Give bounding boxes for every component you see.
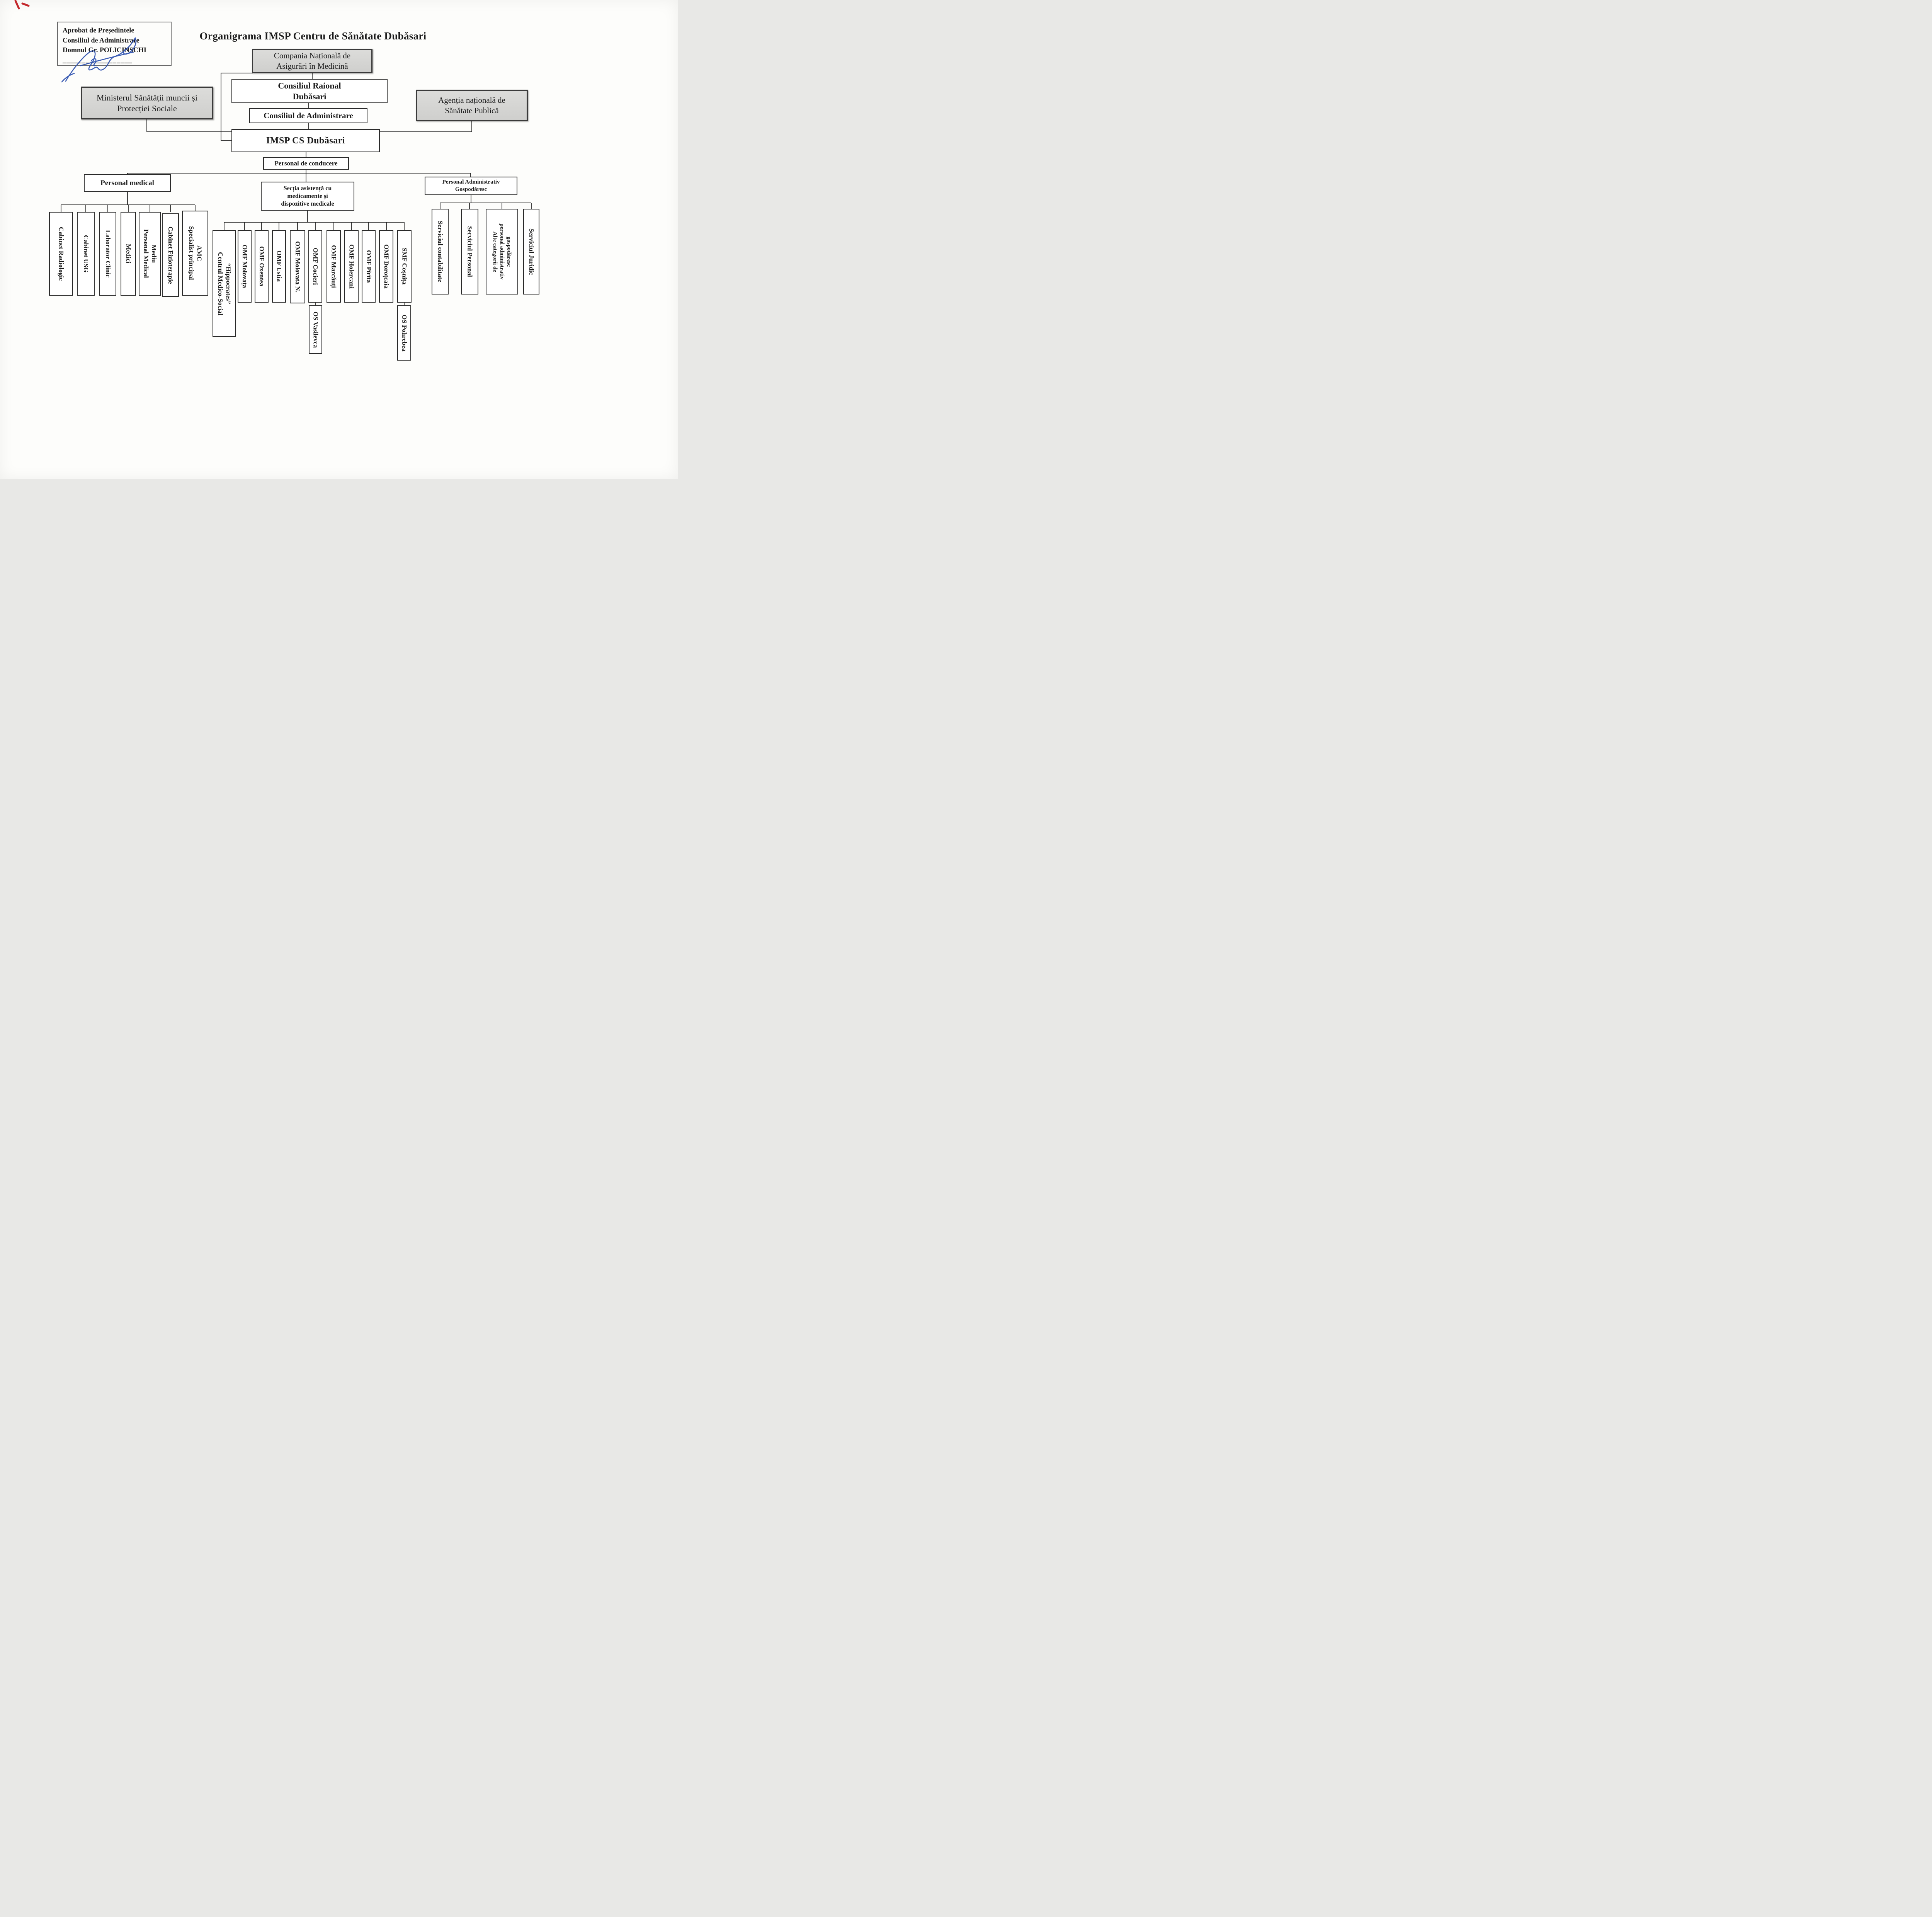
node-omf-oxentea: OMF Oxentea — [255, 230, 269, 303]
node-cabinet-usg: Cabinet USG — [77, 212, 95, 296]
node-omf-marcauti: OMF Marcăuți — [327, 230, 341, 303]
node-compania-nationala-asigurari: Compania Națională de Asigurări în Medic… — [252, 49, 372, 73]
node-serviciul-juridic: Serviciul Juridic — [523, 209, 539, 295]
node-ministerul-sanatatii: Ministerul Sănătății muncii și Protecție… — [81, 87, 213, 119]
node-personal-de-conducere: Personal de conducere — [263, 157, 349, 170]
node-omf-pirita: OMF Pîrîta — [362, 230, 376, 303]
node-omf-dorotcaia: OMF Doroțcaia — [379, 230, 393, 303]
node-alte-categorii-personal: Alte categorii de personal administrativ… — [486, 209, 518, 295]
signature-ink — [61, 37, 136, 83]
node-omf-molovata-n: OMF Molovata N. — [290, 230, 305, 303]
node-os-vasilevca: OS Vasilevca — [309, 305, 322, 354]
node-omf-ustia: OMF Ustia — [272, 230, 286, 303]
connector-lines — [61, 73, 532, 305]
node-omf-cocieri: OMF Cocieri — [308, 230, 322, 303]
node-personal-medical-mediu: Personal Medical Mediu — [139, 212, 161, 296]
node-serviciul-contabilitate: Serviciul contabilitate — [432, 209, 449, 295]
node-specialist-principal-amc: Specialist principal AMC — [182, 211, 208, 296]
node-medici: Medici — [121, 212, 136, 296]
node-centrul-medico-social-hippocrates: Centrul Medico-Social “Hippocrates” — [213, 230, 236, 337]
node-os-pohrebea: OS Pohrebea — [397, 305, 411, 361]
scanned-org-chart-page: Aprobat de Președintele Consiliul de Adm… — [0, 0, 678, 479]
node-consiliul-de-administrare: Consiliul de Administrare — [249, 108, 367, 123]
node-personal-administrativ-gospodaresc: Personal Administrativ Gospodăresc — [425, 177, 517, 195]
node-agentia-nationala-sanatate-publica: Agenția națională de Sănătate Publică — [416, 90, 528, 121]
approval-line-3: Domnul Gr. POLICINSCHI — [63, 46, 146, 54]
node-omf-molovata: OMF Molovața — [238, 230, 252, 303]
approval-line-2: Consiliul de Administrare — [63, 36, 139, 44]
page-title: Organigrama IMSP Centru de Sănătate Dubă… — [199, 30, 427, 42]
node-serviciul-personal: Serviciul Personal — [461, 209, 478, 295]
node-smf-cosnita: SMF Coșnița — [397, 230, 412, 303]
approval-box: Aprobat de Președintele Consiliul de Adm… — [57, 22, 172, 66]
node-omf-holercani: OMF Holercani — [344, 230, 359, 303]
node-consiliul-raional-dubasari: Consiliul Raional Dubăsari — [231, 79, 388, 103]
red-pen-marks — [14, 0, 30, 10]
node-laborator-clinic: Laborator Clinic — [99, 212, 116, 296]
node-sectia-asistenta-medicamente: Secția asistență cu medicamente și dispo… — [261, 182, 354, 211]
node-imsp-cs-dubasari: IMSP CS Dubăsari — [231, 129, 380, 152]
node-personal-medical: Personal medical — [84, 174, 171, 192]
approval-line-1: Aprobat de Președintele — [63, 26, 134, 34]
node-cabinet-radiologic: Cabinet Radiologic — [49, 212, 73, 296]
node-cabinet-fizioterapie: Cabinet Fizioterapie — [162, 213, 179, 297]
